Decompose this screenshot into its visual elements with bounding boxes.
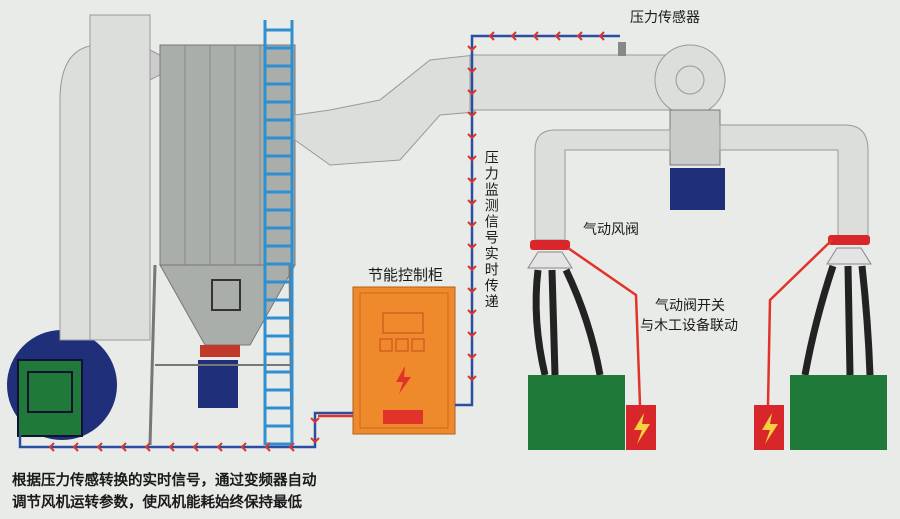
woodworking-machine-right: [790, 375, 887, 450]
signal-arrow: [467, 133, 477, 140]
ladder: [263, 20, 294, 446]
signal-arrow: [192, 442, 199, 452]
signal-arrow: [48, 442, 55, 452]
signal-arrow: [467, 67, 477, 74]
signal-arrow: [467, 89, 477, 96]
signal-arrow: [288, 442, 295, 452]
lightning-icon: [634, 413, 650, 444]
signal-arrow: [264, 442, 271, 452]
control-cabinet: [352, 286, 456, 435]
lightning-icon: [396, 366, 411, 394]
caption: 根据压力传感转换的实时信号，通过变频器自动 调节风机运转参数，使风机能耗始终保持…: [12, 470, 317, 514]
pressure-sensor: [618, 42, 626, 56]
signal-arrow: [488, 31, 495, 41]
fan: [7, 330, 117, 440]
signal-arrow: [532, 31, 539, 41]
valve-linkage-label-1: 气动阀开关: [655, 298, 725, 314]
pneumatic-valve-label: 气动风阀: [583, 222, 639, 238]
signal-arrow: [467, 331, 477, 338]
outlet-duct: [294, 42, 726, 210]
signal-arrow: [598, 31, 605, 41]
signal-arrow: [168, 442, 175, 452]
signal-arrow: [240, 442, 247, 452]
signal-arrow: [467, 155, 477, 162]
woodworking-machine-left: [528, 375, 625, 450]
control-cabinet-label: 节能控制柜: [368, 266, 444, 284]
signal-arrow: [467, 353, 477, 360]
signal-arrow: [310, 437, 320, 444]
signal-arrow: [554, 31, 561, 41]
riser-duct: [59, 14, 182, 341]
signal-arrow: [72, 442, 79, 452]
signal-line: [18, 31, 620, 452]
hoses: [532, 264, 874, 376]
electric-box-right: [754, 405, 784, 450]
signal-arrow: [467, 177, 477, 184]
caption-line-1: 根据压力传感转换的实时信号，通过变频器自动: [12, 473, 317, 489]
signal-arrow: [510, 31, 517, 41]
signal-arrow: [216, 442, 223, 452]
electric-box-left: [626, 405, 656, 450]
signal-arrow: [467, 45, 477, 52]
signal-arrow: [467, 309, 477, 316]
signal-arrow: [576, 31, 583, 41]
signal-arrow: [310, 417, 320, 424]
caption-line-2: 调节风机运转参数，使风机能耗始终保持最低: [12, 495, 302, 511]
pneumatic-valves: [527, 235, 872, 269]
signal-arrow: [467, 287, 477, 294]
signal-arrow: [120, 442, 127, 452]
valve-wires: [567, 239, 833, 406]
signal-arrow: [467, 265, 477, 272]
signal-arrow: [467, 111, 477, 118]
signal-arrow: [467, 199, 477, 206]
signal-arrow: [144, 442, 151, 452]
signal-arrow: [467, 243, 477, 250]
signal-transfer-label: 压力监测信号实时传递: [482, 150, 499, 310]
signal-arrow: [467, 221, 477, 228]
branch-duct: [534, 124, 869, 241]
pressure-sensor-label: 压力传感器: [630, 10, 700, 26]
signal-arrow: [96, 442, 103, 452]
valve-linkage-label-2: 与木工设备联动: [640, 318, 738, 334]
signal-arrow: [467, 375, 477, 382]
lightning-icon: [762, 413, 778, 444]
